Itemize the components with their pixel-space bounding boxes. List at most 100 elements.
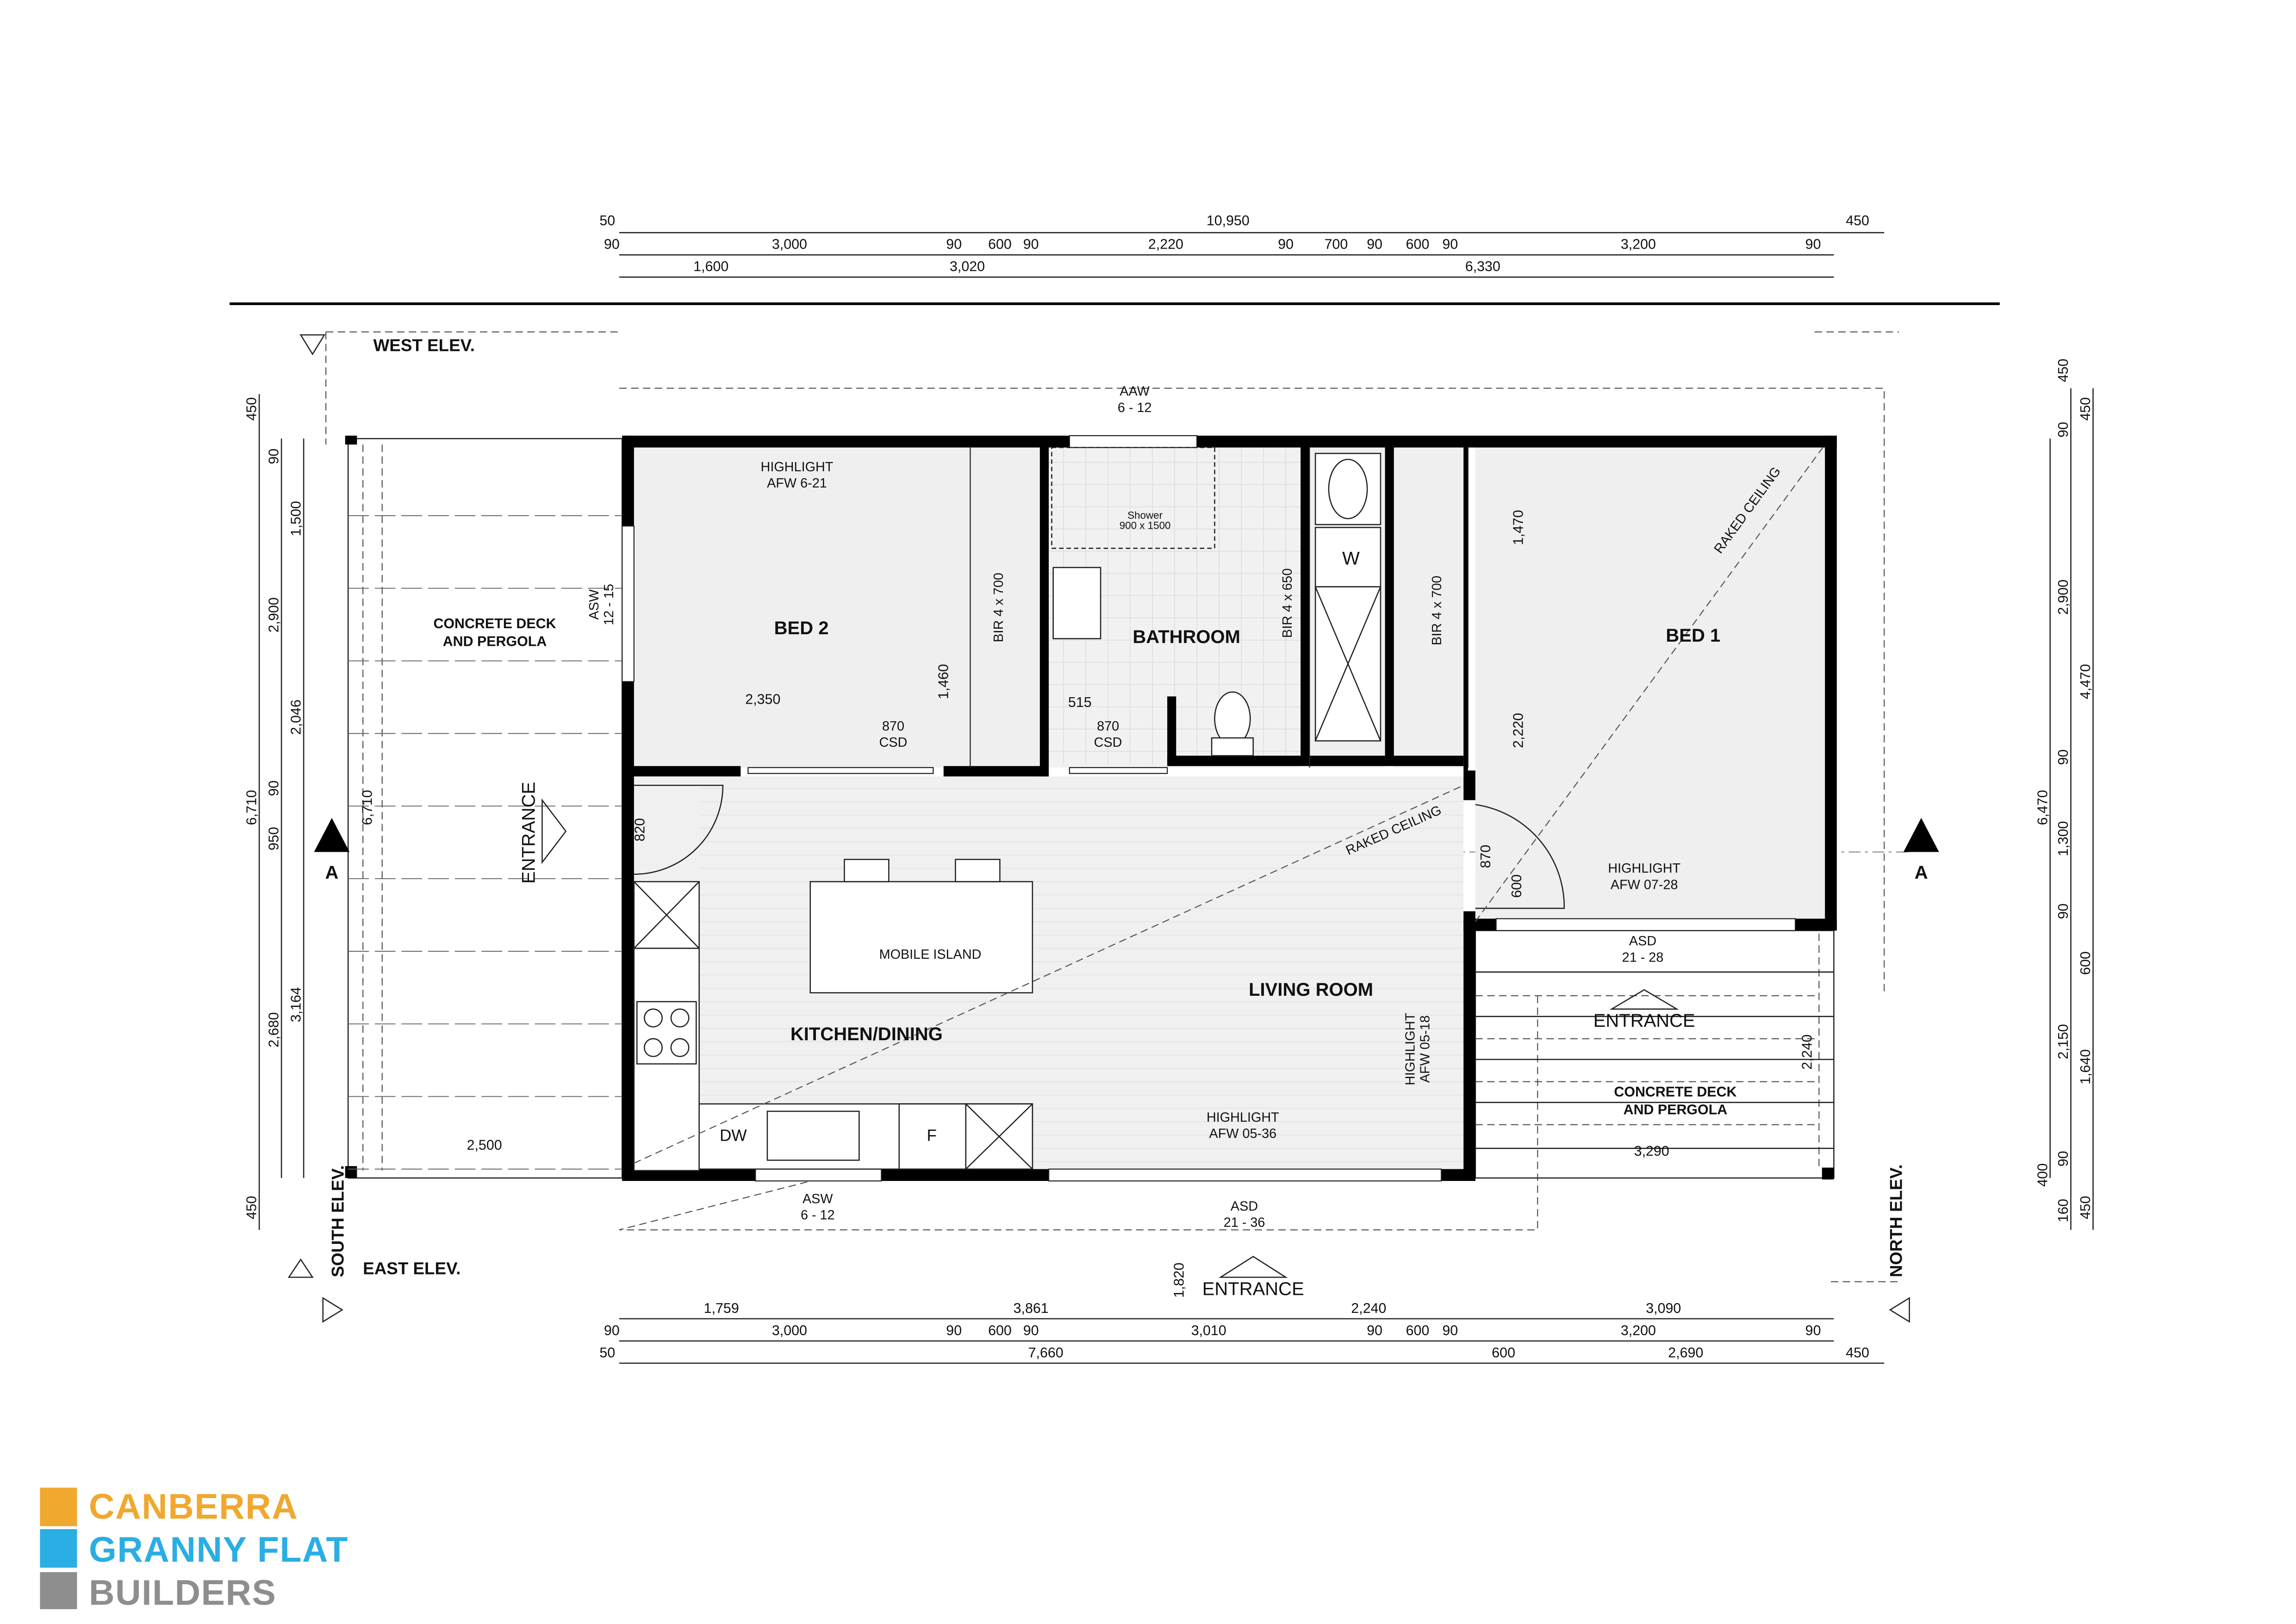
annotation-entrance_west: ENTRANCE: [518, 782, 539, 884]
opening-label: 12 - 15: [602, 584, 616, 625]
south-elev-label: SOUTH ELEV.: [329, 1165, 348, 1277]
dimension-label: 2,220: [1148, 237, 1183, 252]
section-marker-right-icon: [1903, 818, 1939, 852]
logo-square-orange: [40, 1487, 77, 1526]
dimension-label: 90: [2055, 1151, 2071, 1167]
dimension-label: 950: [266, 827, 282, 850]
east-elev-marker-icon: [287, 1258, 314, 1278]
dimension-label: 2,900: [266, 597, 282, 632]
dimension-label: 90: [946, 1323, 962, 1338]
opening-label: AFW 05-36: [1209, 1126, 1277, 1141]
dimension-label: 2,680: [266, 1012, 282, 1047]
opening-label: HIGHLIGHT: [1608, 861, 1680, 876]
sink: [766, 1111, 860, 1161]
dimension-label: 3,861: [1014, 1300, 1049, 1316]
logo-line1: CANBERRA: [89, 1487, 298, 1527]
dimension-label: 6,330: [1465, 259, 1500, 275]
dimension-label: 2,240: [1351, 1300, 1386, 1316]
fridge: [898, 1103, 967, 1170]
dishwasher-label: DW: [720, 1127, 747, 1145]
mobile-island: [809, 881, 1033, 993]
dimension-label: 90: [2055, 750, 2071, 765]
annotation-d2500: 2,500: [467, 1137, 502, 1153]
south-elev-marker-icon: [322, 1297, 343, 1323]
annotation-d3290: 3,290: [1634, 1143, 1669, 1159]
dimension-label: 90: [1023, 1323, 1039, 1338]
shower-size: 900 x 1500: [1120, 520, 1171, 531]
dimension-label: 3,000: [772, 1323, 807, 1338]
laundry-label: W: [1342, 548, 1360, 568]
dimension-label: 450: [2055, 359, 2071, 382]
dimension-label: 90: [1443, 237, 1458, 252]
dimension-label: 50: [599, 1345, 615, 1361]
section-label-left: A: [325, 862, 338, 883]
entrance-arrow-east-icon: [1218, 1255, 1288, 1278]
dimension-label: 6,470: [2035, 790, 2050, 825]
dimension-label: 90: [1443, 1323, 1458, 1338]
opening-label: AAW: [1120, 384, 1150, 399]
opening-label: 870: [1097, 719, 1119, 734]
dimension-label: 450: [244, 397, 260, 421]
opening-label: ASW: [587, 589, 602, 619]
dimension-label: 90: [604, 237, 620, 252]
annotation-d1470: 1,470: [1510, 510, 1526, 545]
dimension-label: 2,900: [2055, 580, 2071, 615]
annotation-entrance_east: ENTRANCE: [1202, 1279, 1304, 1299]
opening-label: AFW 6-21: [767, 476, 827, 491]
dimension-label: 1,500: [288, 501, 304, 536]
opening-label: ASD: [1231, 1199, 1258, 1214]
dimension-label: 1,300: [2055, 821, 2071, 856]
dimension-label: 90: [2055, 422, 2071, 437]
opening-label: HIGHLIGHT: [1403, 1013, 1418, 1086]
bed2-floor: [634, 447, 971, 768]
dimension-label: 600: [1406, 237, 1430, 252]
north-deck-label-2: AND PERGOLA: [1624, 1102, 1728, 1118]
bir-bath-label: BIR 4 x 650: [1280, 568, 1295, 637]
stool: [844, 859, 890, 882]
room-bed2: BED 2: [774, 618, 829, 638]
annotation-d1460: 1,460: [935, 664, 951, 699]
dimension-label: 90: [266, 449, 282, 464]
north-elev-line: [1814, 331, 1899, 1282]
annotation-d820: 820: [632, 818, 647, 842]
logo-line2: GRANNY FLAT: [89, 1530, 348, 1570]
dimension-label: 4,470: [2078, 664, 2093, 699]
west-deck-label: CONCRETE DECK: [433, 616, 556, 631]
dimension-label: 600: [988, 237, 1012, 252]
bir-bed1-floor: [1394, 447, 1465, 768]
west-elev-marker-icon: [299, 334, 326, 356]
dimension-label: 2,690: [1668, 1345, 1703, 1361]
opening-label: AFW 07-28: [1611, 877, 1678, 892]
stool: [955, 859, 1001, 882]
dimension-label: 600: [2078, 951, 2093, 975]
dimension-label: 90: [1805, 1323, 1821, 1338]
dimension-label: 50: [599, 213, 615, 229]
dimension-label: 600: [1492, 1345, 1515, 1361]
cooktop: [636, 1001, 697, 1065]
entrance-arrow-west-icon: [541, 798, 567, 864]
dimension-label: 450: [2078, 1196, 2093, 1219]
entrance-arrow-north-icon: [1609, 989, 1679, 1010]
windows: [622, 435, 1796, 1182]
dimension-label: 450: [1846, 213, 1869, 229]
dimension-label: 3,000: [772, 237, 807, 252]
dimension-label: 90: [604, 1323, 620, 1338]
annotation-d600: 600: [1509, 874, 1524, 898]
opening-label: HIGHLIGHT: [761, 460, 834, 475]
dimension-label: 450: [1846, 1345, 1869, 1361]
north-elev-marker-icon: [1889, 1297, 1910, 1323]
room-bed1: BED 1: [1666, 625, 1720, 646]
logo-line3: BUILDERS: [89, 1573, 276, 1612]
opening-label: 6 - 12: [801, 1208, 835, 1223]
west-elev-label: WEST ELEV.: [373, 336, 475, 355]
dimension-label: 600: [988, 1323, 1012, 1338]
dimension-label: 160: [2055, 1199, 2071, 1223]
annotation-d515: 515: [1068, 694, 1092, 710]
dimension-label: 10,950: [1207, 213, 1250, 229]
annotation-d2350: 2,350: [745, 691, 780, 707]
shower-screen: [1051, 447, 1215, 549]
west-elev-line: [325, 331, 619, 445]
washing-machine: [1314, 527, 1381, 587]
